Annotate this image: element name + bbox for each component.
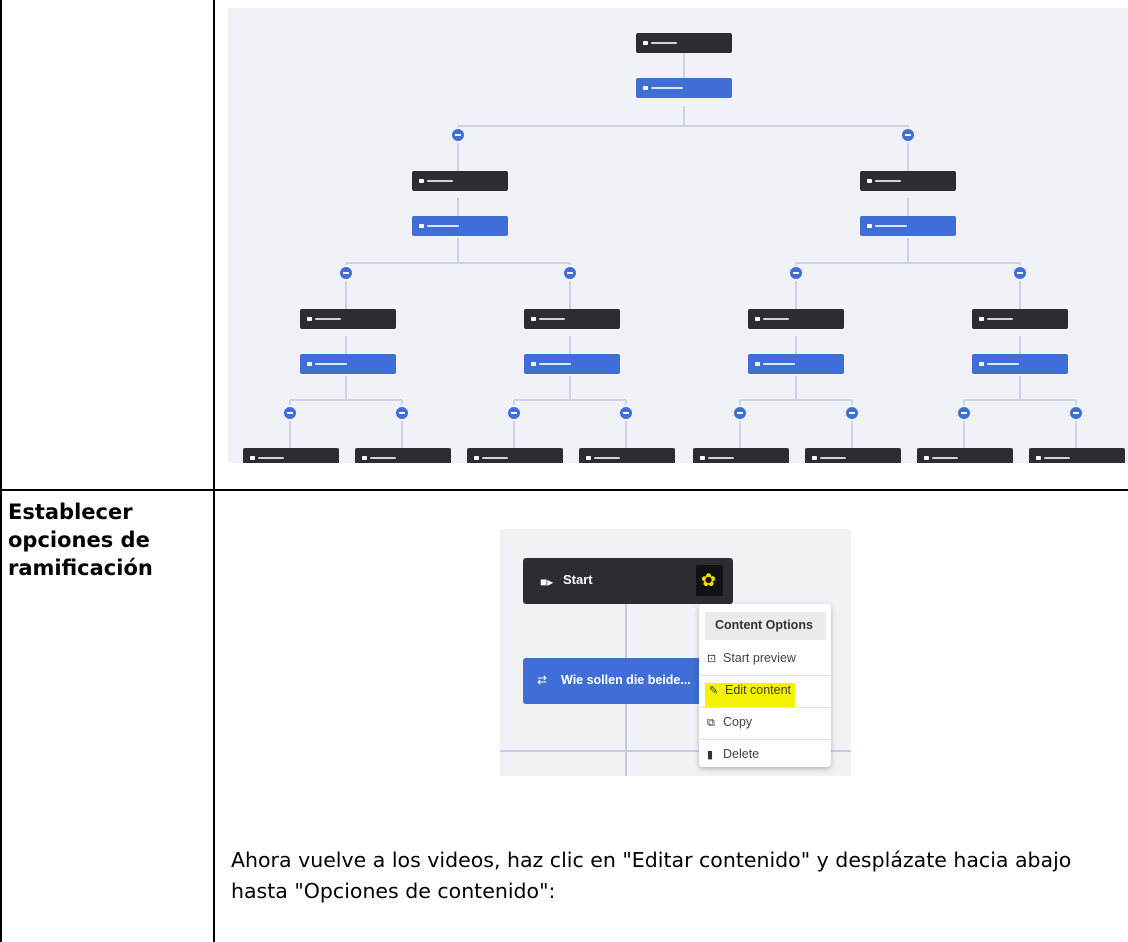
play-square-icon: ⊡ xyxy=(707,653,717,665)
tree-node-leaf[interactable] xyxy=(1029,448,1125,463)
tree-node-video[interactable] xyxy=(300,309,396,329)
copy-icon: ⧉ xyxy=(707,717,715,729)
tree-node-leaf[interactable] xyxy=(467,448,563,463)
branch-dot[interactable] xyxy=(452,129,464,141)
settings-button[interactable]: ✿ xyxy=(696,565,723,596)
tree-node-question[interactable] xyxy=(524,354,620,374)
tree-node-leaf[interactable] xyxy=(243,448,339,463)
branch-dot[interactable] xyxy=(902,129,914,141)
branch-dot[interactable] xyxy=(846,407,858,419)
table-border-row xyxy=(0,489,1128,491)
branch-dot[interactable] xyxy=(1070,407,1082,419)
menu-divider xyxy=(699,675,831,676)
branch-icon: ⇄ xyxy=(537,673,548,687)
tree-node-question[interactable] xyxy=(972,354,1068,374)
menu-divider xyxy=(699,739,831,740)
tree-node-leaf[interactable] xyxy=(693,448,789,463)
tree-node-leaf[interactable] xyxy=(355,448,451,463)
connector-line xyxy=(500,750,851,752)
branch-dot[interactable] xyxy=(564,267,576,279)
tree-node-leaf[interactable] xyxy=(805,448,901,463)
tree-node-question[interactable] xyxy=(300,354,396,374)
tree-node-video[interactable] xyxy=(412,171,508,191)
menu-header: Content Options xyxy=(705,612,826,640)
question-node-label: Wie sollen die beide... xyxy=(561,673,691,687)
tree-node-video[interactable] xyxy=(524,309,620,329)
instruction-text: Ahora vuelve a los videos, haz clic en "… xyxy=(231,848,1072,903)
menu-header-label: Content Options xyxy=(715,618,813,632)
question-node[interactable]: ⇄ Wie sollen die beide... xyxy=(523,658,708,704)
tree-node-question[interactable] xyxy=(748,354,844,374)
pencil-icon: ✎ xyxy=(709,685,719,697)
branch-dot[interactable] xyxy=(790,267,802,279)
menu-item-start-preview[interactable]: ⊡Start preview xyxy=(707,651,796,665)
tree-node-video[interactable] xyxy=(860,171,956,191)
table-border-divider xyxy=(213,0,215,942)
tree-node-leaf[interactable] xyxy=(917,448,1013,463)
row-label: Establecer opciones de ramificación xyxy=(8,500,153,580)
tree-node-question[interactable] xyxy=(636,78,732,98)
menu-item-edit-content[interactable]: ✎Edit content xyxy=(705,683,796,707)
video-camera-icon: ■▸ xyxy=(540,575,554,589)
tree-node-video[interactable] xyxy=(972,309,1068,329)
tree-node-question[interactable] xyxy=(412,216,508,236)
menu-divider xyxy=(699,707,831,708)
branch-dot[interactable] xyxy=(508,407,520,419)
table-border-left xyxy=(0,0,2,942)
content-options-menu: Content Options ⊡Start preview ✎Edit con… xyxy=(699,604,831,767)
tree-connectors xyxy=(289,52,1077,448)
start-node-label: Start xyxy=(563,572,593,587)
trash-icon: ▮ xyxy=(707,749,714,761)
branch-dot[interactable] xyxy=(284,407,296,419)
branch-dot[interactable] xyxy=(620,407,632,419)
branch-dot[interactable] xyxy=(958,407,970,419)
tree-node-leaf[interactable] xyxy=(579,448,675,463)
branch-dot[interactable] xyxy=(734,407,746,419)
content-options-detail: ■▸ Start ✿ ⇄ Wie sollen die beide... Con… xyxy=(500,529,851,776)
gear-icon: ✿ xyxy=(701,570,717,590)
menu-item-delete[interactable]: ▮Delete xyxy=(707,747,760,761)
branch-dot[interactable] xyxy=(1014,267,1026,279)
branch-dot[interactable] xyxy=(340,267,352,279)
menu-item-copy[interactable]: ⧉Copy xyxy=(707,715,753,729)
tree-node-video[interactable] xyxy=(748,309,844,329)
branching-tree-overview xyxy=(228,8,1128,463)
tree-node-start[interactable] xyxy=(636,33,732,53)
tree-node-question[interactable] xyxy=(860,216,956,236)
branch-dot[interactable] xyxy=(396,407,408,419)
